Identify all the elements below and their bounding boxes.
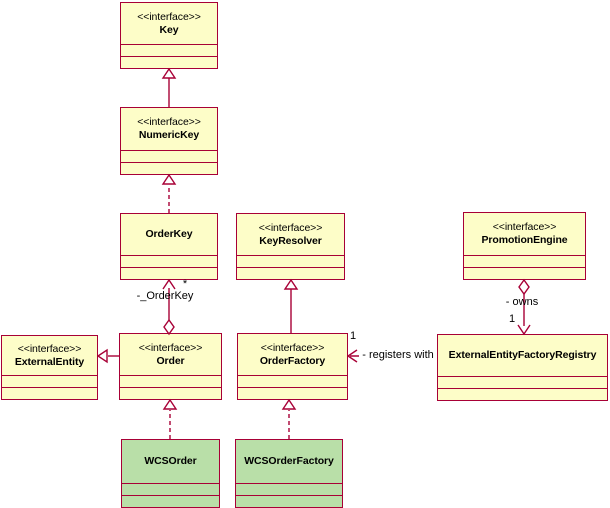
class-box-keyresolver: <<interface>> KeyResolver: [236, 213, 345, 280]
class-box-wcsorder: WCSOrder: [121, 439, 220, 508]
class-name: OrderKey: [145, 228, 193, 240]
class-name: Order: [156, 354, 185, 367]
attributes-compartment: [438, 376, 607, 388]
hollow-triangle-arrowhead-icon: [283, 278, 299, 290]
class-name: KeyResolver: [259, 234, 322, 247]
class-name: NumericKey: [138, 129, 200, 141]
hollow-triangle-arrowhead-icon: [161, 173, 177, 185]
operations-compartment: [236, 495, 342, 507]
class-name: WCSOrder: [144, 455, 197, 467]
class-title-compartment: <<interface>> KeyResolver: [237, 214, 344, 255]
operations-compartment: [237, 267, 344, 279]
operations-compartment: [2, 387, 97, 399]
class-title-compartment: WCSOrderFactory: [236, 440, 342, 483]
class-title-compartment: <<interface>> OrderFactory: [238, 334, 347, 375]
generalization-orderfactory-keyresolver: [283, 278, 299, 333]
hollow-triangle-arrowhead-icon: [281, 398, 297, 410]
class-box-order: <<interface>> Order: [119, 333, 222, 400]
attributes-compartment: [238, 375, 347, 387]
hollow-triangle-arrowhead-icon: [96, 348, 108, 364]
stereotype-label: <<interface>>: [138, 341, 203, 354]
realization-wcsorderfactory-orderfactory: [281, 398, 297, 439]
class-title-compartment: OrderKey: [121, 214, 217, 255]
stereotype-label: <<interface>>: [137, 116, 201, 128]
class-box-orderfactory: <<interface>> OrderFactory: [237, 333, 348, 400]
association-role-label-orderkey: -_OrderKey: [136, 290, 194, 302]
multiplicity-label-owns: 1: [508, 313, 516, 325]
generalization-order-externalentity: [96, 348, 119, 364]
aggregation-order-orderkey: [162, 278, 176, 336]
class-title-compartment: WCSOrder: [122, 440, 219, 483]
operations-compartment: [122, 495, 219, 507]
hollow-triangle-arrowhead-icon: [161, 67, 177, 79]
class-name: Key: [159, 23, 179, 36]
attributes-compartment: [122, 483, 219, 495]
open-arrowhead-icon: [517, 324, 531, 336]
class-box-wcsorderfactory: WCSOrderFactory: [235, 439, 343, 508]
attributes-compartment: [464, 255, 585, 267]
attributes-compartment: [121, 150, 217, 162]
class-box-key: <<interface>> Key: [120, 2, 218, 69]
attributes-compartment: [2, 375, 97, 387]
hollow-diamond-icon: [518, 278, 530, 296]
class-title-compartment: <<interface>> Order: [120, 334, 221, 375]
association-role-label-registers-with: - registers with: [359, 349, 437, 362]
stereotype-label: <<interface>>: [492, 221, 557, 233]
stereotype-label: <<interface>>: [17, 342, 82, 355]
hollow-diamond-icon: [163, 318, 175, 336]
class-box-promotionengine: <<interface>> PromotionEngine: [463, 212, 586, 280]
stereotype-label: <<interface>>: [258, 221, 323, 234]
stereotype-label: <<interface>>: [137, 10, 201, 23]
generalization-numerickey-key: [161, 67, 177, 107]
class-name: ExternalEntityFactoryRegistry: [448, 349, 597, 361]
operations-compartment: [438, 388, 607, 400]
class-title-compartment: <<interface>> ExternalEntity: [2, 336, 97, 375]
operations-compartment: [121, 56, 217, 68]
association-role-label-owns: - owns: [505, 296, 539, 308]
operations-compartment: [121, 162, 217, 174]
realization-orderkey-numerickey: [161, 173, 177, 213]
class-name: PromotionEngine: [481, 234, 568, 246]
attributes-compartment: [236, 483, 342, 495]
class-name: ExternalEntity: [14, 355, 85, 368]
class-title-compartment: ExternalEntityFactoryRegistry: [438, 335, 607, 376]
attributes-compartment: [121, 255, 217, 267]
attributes-compartment: [237, 255, 344, 267]
operations-compartment: [238, 387, 347, 399]
attributes-compartment: [121, 44, 217, 56]
class-box-externalentity: <<interface>> ExternalEntity: [1, 335, 98, 400]
class-name: WCSOrderFactory: [244, 455, 334, 467]
class-title-compartment: <<interface>> NumericKey: [121, 108, 217, 150]
operations-compartment: [121, 267, 217, 279]
class-name: OrderFactory: [259, 354, 326, 367]
operations-compartment: [120, 387, 221, 399]
open-arrowhead-icon: [162, 278, 176, 290]
class-title-compartment: <<interface>> PromotionEngine: [464, 213, 585, 255]
operations-compartment: [464, 267, 585, 279]
attributes-compartment: [120, 375, 221, 387]
multiplicity-label-orderkey: *: [182, 278, 188, 290]
realization-wcsorder-order: [162, 398, 178, 439]
stereotype-label: <<interface>>: [260, 341, 325, 354]
hollow-triangle-arrowhead-icon: [162, 398, 178, 410]
open-arrowhead-icon: [346, 349, 358, 363]
class-box-externalentityfactoryregistry: ExternalEntityFactoryRegistry: [437, 334, 608, 401]
class-title-compartment: <<interface>> Key: [121, 3, 217, 44]
class-box-numerickey: <<interface>> NumericKey: [120, 107, 218, 175]
multiplicity-label-registers-with: 1: [349, 330, 357, 342]
aggregation-promotionengine-registry: [517, 278, 531, 336]
class-box-orderkey: OrderKey: [120, 213, 218, 280]
